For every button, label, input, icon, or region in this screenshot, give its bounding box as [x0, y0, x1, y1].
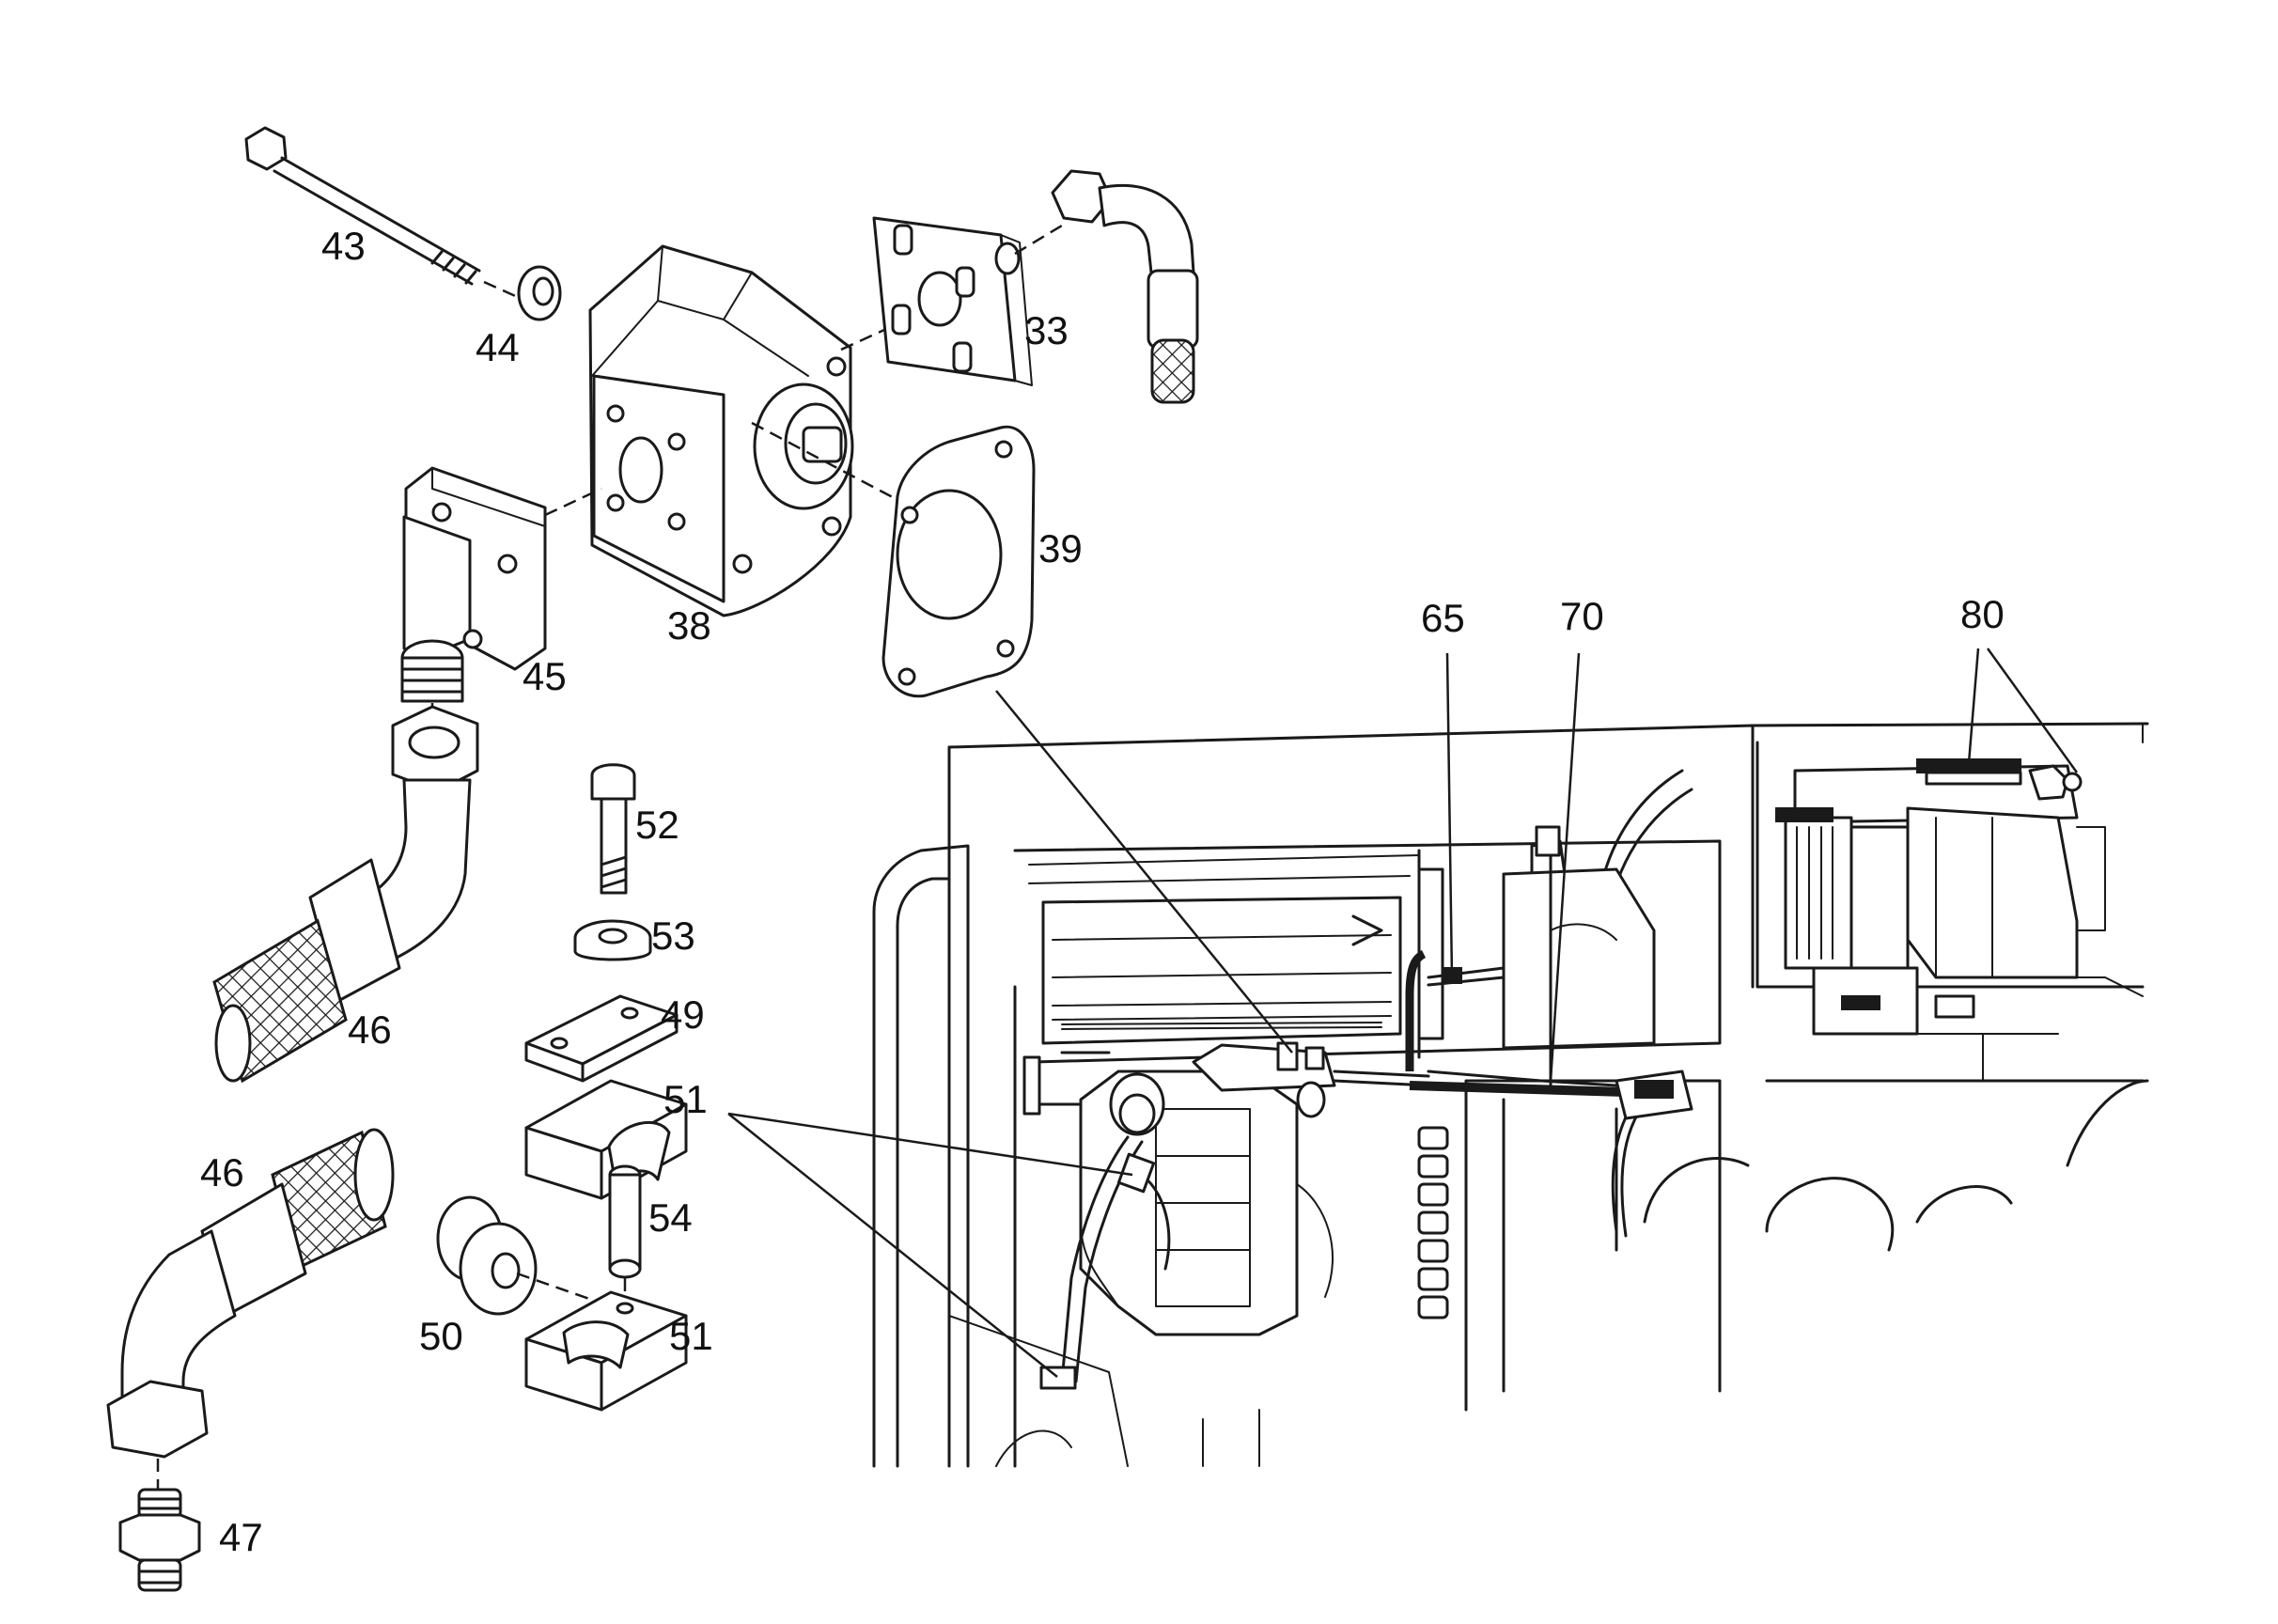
- callout-51-lower: 51: [669, 1314, 713, 1358]
- long-bolt-43: [244, 126, 481, 286]
- callout-51-upper: 51: [663, 1077, 708, 1121]
- callout-47: 47: [219, 1515, 263, 1559]
- callout-43: 43: [321, 224, 366, 268]
- callout-45: 45: [523, 654, 567, 698]
- callout-53: 53: [651, 914, 695, 958]
- fuse-stack: [1417, 1126, 1449, 1320]
- wiring-harness-65-70: [1405, 769, 1693, 1238]
- bolt-52: [590, 763, 636, 895]
- hose-46-upper: [212, 705, 479, 1084]
- engine-block: [1022, 1041, 1336, 1336]
- callout-33: 33: [1024, 308, 1069, 352]
- adapter-47: [118, 1488, 201, 1592]
- callout-46-upper: 46: [348, 1007, 392, 1052]
- callout-50: 50: [419, 1314, 463, 1358]
- gear-pump-38: [588, 244, 854, 617]
- right-control-unit: [1755, 723, 2145, 1082]
- flange-33: [872, 216, 1033, 386]
- clamp-block-51-upper: [524, 1079, 688, 1200]
- callout-38: 38: [667, 603, 711, 648]
- callout-65: 65: [1421, 596, 1465, 640]
- callout-49: 49: [661, 992, 705, 1037]
- callout-labels: 43 44 33 38 39 45 46 46 47 49 50 51 51 5…: [200, 224, 2005, 1559]
- leader-lines: [727, 648, 2079, 1378]
- callout-54: 54: [648, 1195, 693, 1240]
- callout-70: 70: [1560, 594, 1604, 638]
- gasket-plate-39: [882, 425, 1036, 698]
- elbow-fitting-45: [400, 466, 547, 703]
- hydraulic-lines: [1039, 1070, 1430, 1390]
- grommet-50: [436, 1195, 538, 1316]
- callout-39: 39: [1038, 526, 1083, 570]
- clamp-block-51-lower: [524, 1290, 688, 1412]
- spacer-54: [608, 1164, 642, 1279]
- callout-80: 80: [1960, 592, 2005, 636]
- engine-bay-outline: [872, 722, 2149, 1468]
- plate-49: [524, 994, 679, 1083]
- washer-44: [517, 265, 562, 321]
- hose-fitting-top: [1051, 169, 1199, 404]
- hose-46-lower: [106, 1128, 395, 1459]
- callout-44: 44: [476, 325, 520, 369]
- washer-53: [573, 919, 652, 961]
- callout-46-lower: 46: [200, 1150, 244, 1195]
- callout-52: 52: [635, 803, 679, 847]
